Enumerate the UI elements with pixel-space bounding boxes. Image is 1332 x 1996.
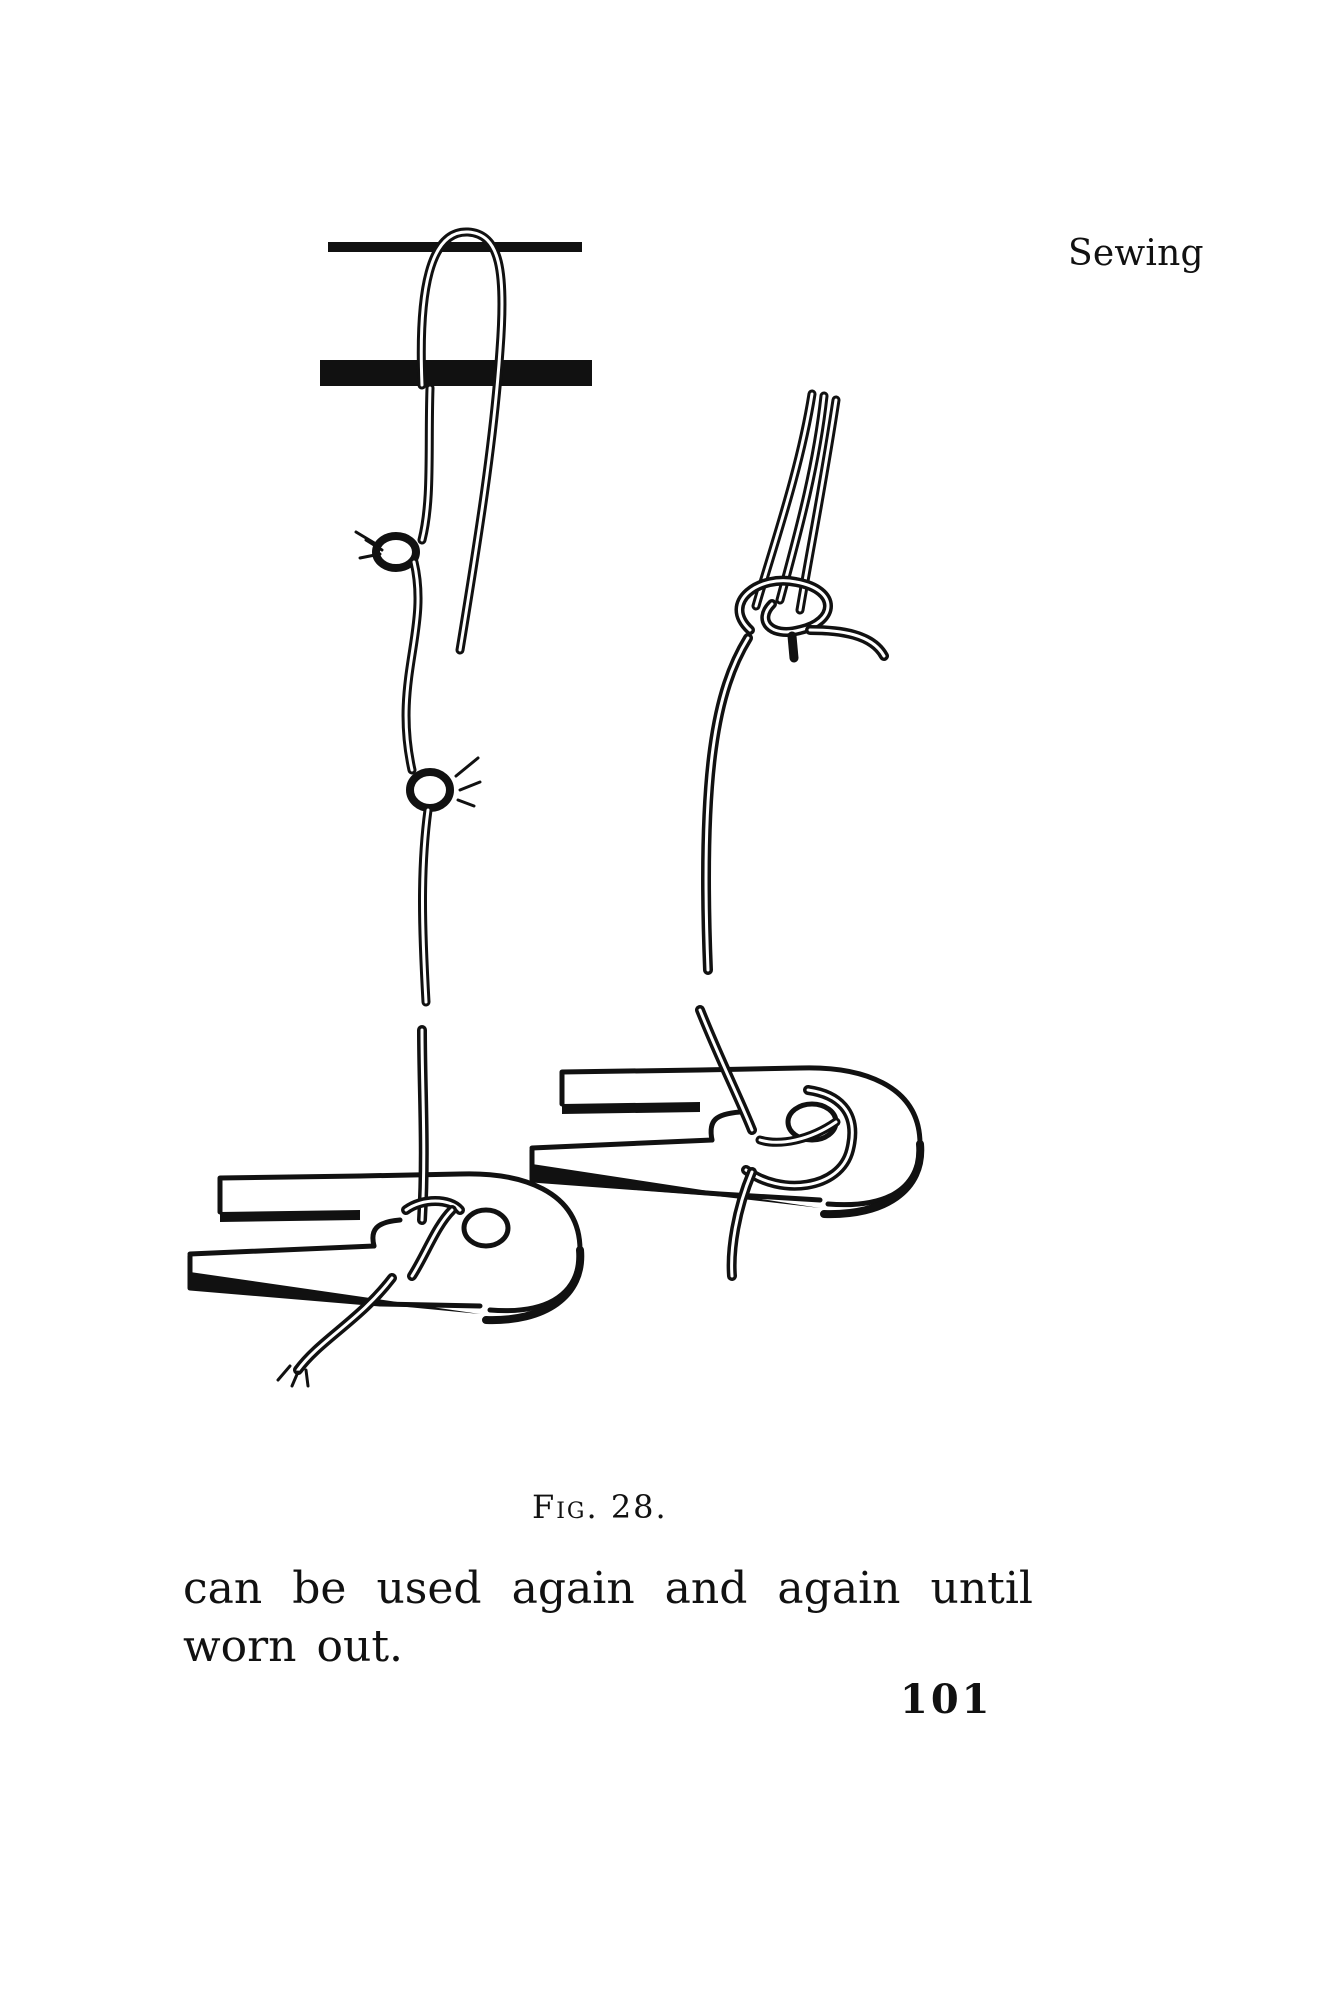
figure-caption: Fig. 28.: [532, 1488, 668, 1526]
page-number: 101: [900, 1676, 993, 1723]
loop-knot-diagram: [706, 394, 884, 970]
figure-28-illustration: [160, 210, 1060, 1530]
upper-bar: [328, 242, 582, 252]
figure-caption-number: 28.: [611, 1488, 668, 1526]
fork-tie-diagram-right: [532, 1010, 920, 1276]
body-paragraph: can be used again and again until worn o…: [183, 1560, 1033, 1676]
hanging-cord-knot-diagram: [320, 232, 592, 1002]
running-head: Sewing: [1068, 233, 1204, 274]
lower-bar: [320, 360, 592, 386]
fork-tie-diagram-left: [190, 1030, 580, 1386]
figure-caption-label: Fig.: [532, 1488, 599, 1526]
